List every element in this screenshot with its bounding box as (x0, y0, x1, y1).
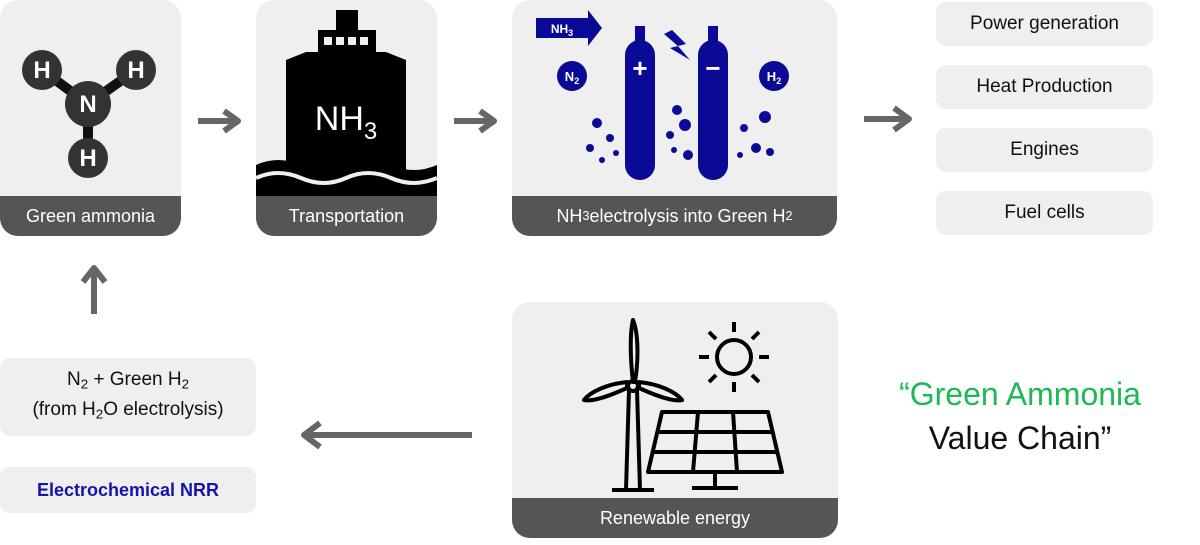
arrow-left-icon (301, 420, 472, 450)
value-chain-title: “Green Ammonia Value Chain” (870, 372, 1170, 460)
renewable-energy-label: Renewable energy (512, 498, 838, 538)
feed-line-2: (from H2O electrolysis) (32, 399, 224, 422)
nh3-tag: NH3 (551, 22, 573, 38)
transportation-card: NH3 Transportation (256, 0, 437, 236)
arrow-right-icon (454, 108, 497, 134)
lightning-icon (664, 30, 690, 60)
arrow-right-icon (198, 108, 241, 134)
arrow-right-icon (864, 105, 912, 133)
h2-bubble: H2 (767, 69, 781, 86)
feed-box: N2 + Green H2 (from H2O electrolysis) (0, 358, 256, 436)
transportation-label: Transportation (256, 196, 437, 236)
electrochemical-nrr-box: Electrochemical NRR (0, 467, 256, 513)
renewable-energy-card: Renewable energy (512, 302, 838, 538)
plus-sign: + (632, 53, 647, 83)
application-heat-production: Heat Production (936, 65, 1153, 109)
sun-icon (699, 322, 769, 392)
wind-turbine-icon (582, 318, 684, 492)
green-ammonia-label: Green ammonia (0, 196, 181, 236)
renewable-energy-icon (582, 318, 784, 492)
title-line-2: Value Chain” (928, 420, 1112, 456)
electrolysis-icon: NH3 N2 H2 + − (536, 10, 789, 180)
title-line-1: “Green Ammonia (899, 376, 1141, 412)
n2-bubble: N2 (565, 69, 579, 86)
atom-n: N (79, 91, 96, 118)
green-ammonia-card: H H H N Green ammonia (0, 0, 181, 236)
application-power-generation: Power generation (936, 2, 1153, 46)
solar-panel-icon (646, 410, 784, 490)
arrow-up-icon (80, 265, 108, 314)
ship-nh3-text: NH3 (315, 100, 377, 145)
atom-h-left: H (33, 57, 50, 84)
application-engines: Engines (936, 128, 1153, 172)
ship-icon: NH3 (256, 10, 437, 196)
atom-h-bottom: H (79, 145, 96, 172)
application-fuel-cells: Fuel cells (936, 191, 1153, 235)
atom-h-right: H (127, 57, 144, 84)
feed-line-1: N2 + Green H2 (66, 368, 189, 391)
minus-sign: − (705, 53, 720, 83)
ammonia-molecule-icon: H H H N (22, 50, 156, 178)
